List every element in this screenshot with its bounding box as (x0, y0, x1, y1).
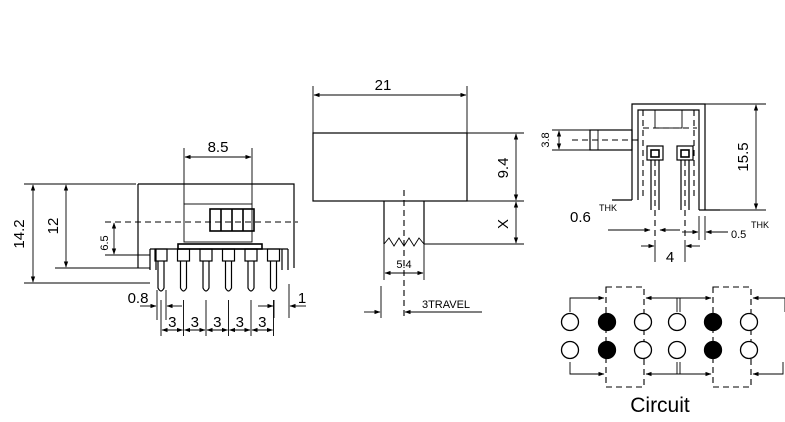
circuit-contact-open (560, 312, 580, 332)
circuit-contact-closed (703, 340, 723, 360)
circuit-box-right (712, 286, 752, 388)
side-actuator-stem (383, 201, 425, 244)
circuit-contact-closed (597, 340, 617, 360)
front-pins (154, 248, 281, 292)
front-pin (266, 248, 281, 292)
end-pin-left (650, 160, 660, 210)
circuit-contacts (560, 312, 759, 360)
side-travel-label: 3TRAVEL (422, 299, 470, 311)
end-row-spacing-label: 4 (666, 249, 674, 266)
front-pin (244, 248, 258, 292)
end-frame-thickness-suffix: THK (751, 220, 769, 230)
front-right-leg (281, 249, 289, 270)
end-terminal-left (646, 145, 664, 161)
circuit-contact-closed (597, 312, 617, 332)
front-housing (137, 183, 295, 268)
circuit-contact-open (739, 340, 759, 360)
circuit-diagram: Circuit (560, 286, 785, 417)
front-pin (221, 248, 236, 292)
front-width-label: 8.5 (208, 139, 229, 156)
circuit-box-left (605, 286, 645, 388)
front-body-height-label: 12 (45, 218, 62, 235)
end-pin-thickness-label: 0.6 (570, 209, 591, 226)
front-left-leg (149, 249, 157, 270)
front-total-height-label: 14.2 (11, 219, 28, 248)
circuit-contact-open (633, 340, 653, 360)
circuit-contact-open (667, 340, 687, 360)
front-pitch-label: 3 (258, 314, 266, 331)
end-pin-right (680, 160, 690, 210)
front-base-plate (177, 243, 263, 250)
circuit-contact-closed (703, 312, 723, 332)
front-pin (176, 248, 191, 292)
front-pin-width-label: 0.8 (128, 290, 149, 307)
front-pitch-label: 3 (168, 314, 176, 331)
front-actuator-height-label: 6.5 (99, 235, 111, 250)
circuit-contact-open (560, 340, 580, 360)
side-body-height-label: 9.4 (495, 158, 512, 179)
circuit-contact-open (633, 312, 653, 332)
side-length-label: 21 (375, 77, 392, 94)
end-height-label: 15.5 (735, 142, 752, 171)
front-pitch-label: 3 (191, 314, 199, 331)
side-actuator-width-label: 5.4 (396, 259, 411, 271)
side-actuator-height-label: X (495, 219, 512, 229)
circuit-contact-open (667, 312, 687, 332)
front-pin (199, 248, 213, 292)
end-offset-label: 3.8 (540, 132, 552, 147)
end-inner-block (654, 109, 683, 129)
end-frame-thickness-label: 0.5 (731, 229, 746, 241)
front-pitch-label: 3 (236, 314, 244, 331)
side-housing (312, 132, 468, 202)
circuit-contact-open (739, 312, 759, 332)
side-view: 21 9.4 X 5.4 3TRAVEL (312, 77, 524, 320)
end-terminal-right (676, 145, 694, 161)
circuit-caption: Circuit (630, 394, 690, 417)
front-pin (154, 248, 168, 292)
front-pitch-label: 3 (213, 314, 221, 331)
front-actuator-window (183, 203, 253, 243)
end-view: 3.8 15.5 0.6 THK 0.5 THK 4 (540, 103, 769, 266)
end-pin-thickness-suffix: THK (599, 203, 617, 213)
front-end-offset-label: 1 (298, 290, 306, 307)
